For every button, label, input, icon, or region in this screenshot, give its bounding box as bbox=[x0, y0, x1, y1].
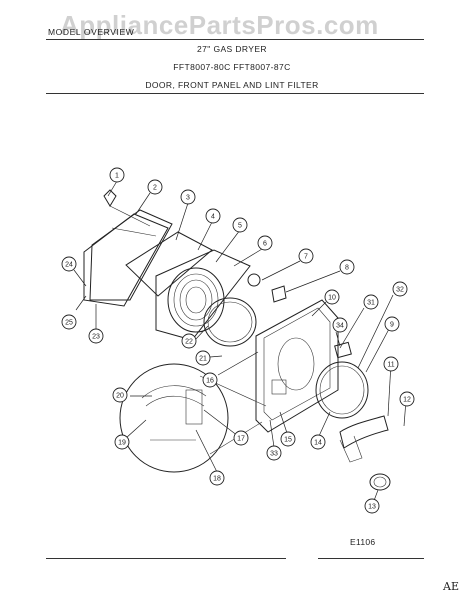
end-cap bbox=[369, 473, 391, 491]
svg-text:34: 34 bbox=[336, 323, 344, 330]
svg-text:7: 7 bbox=[304, 254, 308, 261]
callout-14: 14 bbox=[310, 434, 326, 450]
hinge-clip bbox=[103, 189, 151, 227]
front-panel bbox=[255, 299, 339, 433]
callout-31: 31 bbox=[363, 294, 379, 310]
svg-text:13: 13 bbox=[368, 504, 376, 511]
svg-text:1: 1 bbox=[115, 173, 119, 180]
section-title: DOOR, FRONT PANEL AND LINT FILTER bbox=[145, 80, 319, 90]
svg-text:20: 20 bbox=[116, 393, 124, 400]
callout-4: 4 bbox=[205, 208, 221, 224]
svg-text:10: 10 bbox=[328, 295, 336, 302]
svg-text:14: 14 bbox=[314, 440, 322, 447]
svg-text:17: 17 bbox=[237, 436, 245, 443]
callout-13: 13 bbox=[364, 498, 380, 514]
svg-text:16: 16 bbox=[206, 378, 214, 385]
lint-filter-housing bbox=[334, 341, 352, 359]
svg-text:32: 32 bbox=[396, 287, 404, 294]
diagram-code: E1106 bbox=[350, 537, 376, 547]
callout-33: 33 bbox=[266, 445, 282, 461]
callout-2: 2 bbox=[147, 179, 163, 195]
callout-12: 12 bbox=[399, 391, 415, 407]
header-rule-bottom bbox=[46, 93, 424, 94]
callout-22: 22 bbox=[181, 333, 197, 349]
callout-17: 17 bbox=[233, 430, 249, 446]
callout-23: 23 bbox=[88, 328, 104, 344]
callout-8: 8 bbox=[339, 259, 355, 275]
diagram-title: 27" GAS DRYER bbox=[197, 44, 267, 54]
detail-magnifier bbox=[119, 363, 267, 473]
footer-rule-left bbox=[46, 558, 286, 559]
drum-seal bbox=[315, 361, 369, 419]
leader-lines bbox=[73, 180, 407, 507]
callout-15: 15 bbox=[280, 431, 296, 447]
svg-text:9: 9 bbox=[390, 322, 394, 329]
callout-18: 18 bbox=[209, 470, 225, 486]
callout-24: 24 bbox=[61, 256, 77, 272]
svg-text:5: 5 bbox=[238, 223, 242, 230]
exhaust-duct bbox=[339, 415, 389, 463]
svg-text:24: 24 bbox=[65, 262, 73, 269]
callout-7: 7 bbox=[298, 248, 314, 264]
callout-9: 9 bbox=[384, 316, 400, 332]
door-catch bbox=[247, 273, 287, 303]
callout-3: 3 bbox=[180, 189, 196, 205]
callout-6: 6 bbox=[257, 235, 273, 251]
callout-34: 34 bbox=[332, 317, 348, 333]
callout-19: 19 bbox=[114, 434, 130, 450]
corner-mark: AE bbox=[443, 580, 459, 593]
header-rule-top bbox=[46, 39, 424, 40]
footer-rule-right bbox=[318, 558, 424, 559]
callout-10: 10 bbox=[324, 289, 340, 305]
door-panel bbox=[83, 209, 173, 307]
callout-20: 20 bbox=[112, 387, 128, 403]
svg-text:11: 11 bbox=[387, 362, 394, 369]
svg-text:12: 12 bbox=[403, 397, 411, 404]
svg-text:33: 33 bbox=[270, 451, 278, 458]
model-overview-label: MODEL OVERVIEW bbox=[48, 27, 135, 37]
svg-text:8: 8 bbox=[345, 265, 349, 272]
door-inner-sheet bbox=[125, 231, 213, 297]
svg-text:21: 21 bbox=[199, 356, 207, 363]
callout-25: 25 bbox=[61, 314, 77, 330]
model-numbers: FFT8007-80C FFT8007-87C bbox=[173, 62, 291, 72]
svg-text:18: 18 bbox=[213, 476, 221, 483]
svg-text:31: 31 bbox=[367, 300, 375, 307]
door-liner bbox=[155, 249, 251, 341]
svg-text:2: 2 bbox=[153, 185, 157, 192]
svg-text:3: 3 bbox=[186, 195, 190, 202]
callout-5: 5 bbox=[232, 217, 248, 233]
svg-text:25: 25 bbox=[65, 320, 73, 327]
svg-text:22: 22 bbox=[185, 339, 193, 346]
svg-text:19: 19 bbox=[118, 440, 126, 447]
door-gasket bbox=[203, 297, 257, 347]
callout-11: 11 bbox=[383, 356, 399, 372]
callout-1: 1 bbox=[109, 167, 125, 183]
svg-text:4: 4 bbox=[211, 214, 215, 221]
svg-text:23: 23 bbox=[92, 334, 100, 341]
callout-32: 32 bbox=[392, 281, 408, 297]
callout-21: 21 bbox=[195, 350, 211, 366]
callout-16: 16 bbox=[202, 372, 218, 388]
svg-text:6: 6 bbox=[263, 241, 267, 248]
svg-text:15: 15 bbox=[284, 437, 292, 444]
watermark: AppliancePartsPros.com bbox=[60, 10, 379, 40]
